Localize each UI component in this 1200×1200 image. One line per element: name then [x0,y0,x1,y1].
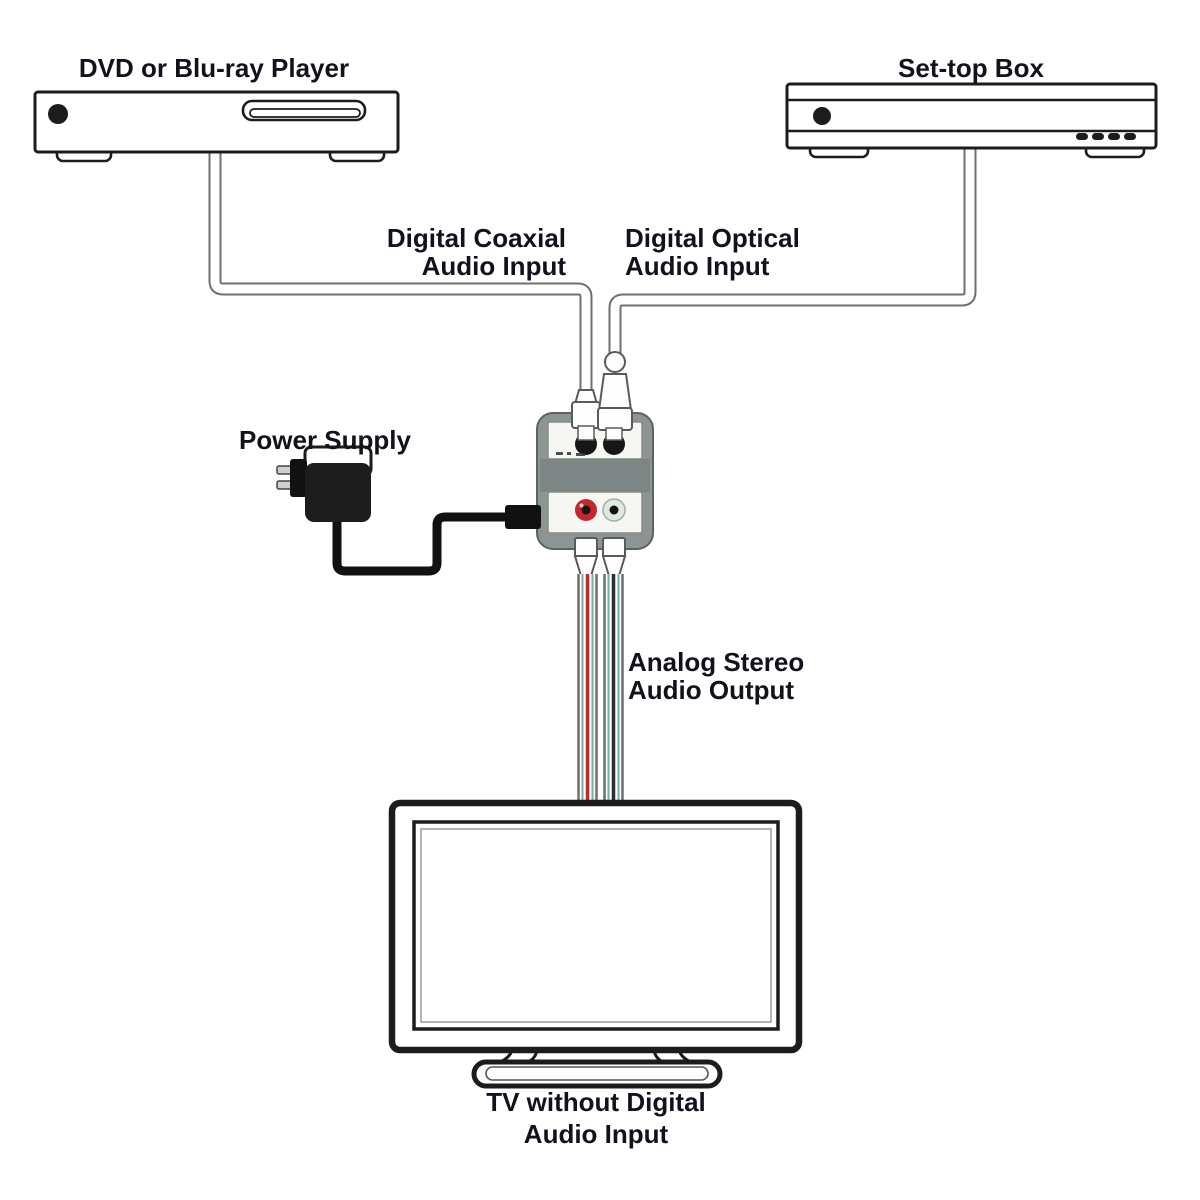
analog-cable-left [577,574,598,806]
analog-cable-right [603,574,624,806]
tv-label-line2: Audio Input [524,1119,669,1149]
optical-cable [608,148,977,356]
digital-coaxial-label-line2: Audio Input [422,251,567,281]
analog-stereo-label-line2: Audio Output [628,675,794,705]
power-supply [276,445,510,576]
dvd-disc-tray [241,99,367,122]
tv-screen [412,820,780,1031]
power-plug [505,505,541,529]
digital-coaxial-label-line1: Digital Coaxial [387,223,566,253]
dvd-player [33,90,400,163]
power-supply-label: Power Supply [239,425,411,455]
rca-plug-right-taper [601,555,627,577]
power-adapter-prong-plate [290,459,307,497]
dvd-power-button-icon [48,104,68,124]
coaxial-plug [571,389,601,441]
optical-plug-collar [604,351,626,373]
rca-output-jack-white-center [609,505,619,515]
analog-stereo-label-line1: Analog Stereo [628,647,804,677]
set-top-box-label: Set-top Box [898,53,1044,83]
coaxial-plug-body [571,401,601,429]
optical-plug-tip [605,427,623,441]
dvd-disc-tray-slot [249,108,361,118]
tv-label-line1: TV without Digital [486,1087,706,1117]
panel-marking [556,452,563,455]
stb-front-button-icon [1076,133,1088,140]
optical-plug-body [597,373,633,411]
dvd-player-label: DVD or Blu-ray Player [79,53,349,83]
stb-power-button-icon [813,107,831,125]
stb-front-button-icon [1124,133,1136,140]
coaxial-plug-tip [577,425,595,441]
rca-plug-left-taper [573,555,599,577]
stb-front-button-icon [1092,133,1104,140]
power-cable [332,512,510,576]
tv-stand-base [471,1059,723,1089]
power-adapter-body [305,463,371,522]
tv-stand-base-inner-line [485,1066,709,1081]
digital-optical-label-line1: Digital Optical [625,223,800,253]
panel-marking [576,453,585,456]
tv-screen-inner-line [420,828,772,1023]
optical-plug-base [597,407,633,431]
optical-cable-core [610,148,975,356]
coaxial-cable-core [210,150,591,392]
rca-jack-highlight [579,503,584,508]
converter-box [536,412,654,550]
coaxial-cable [208,150,593,392]
converter-mid-shade [540,459,650,492]
panel-marking [567,452,571,455]
tv [388,799,803,1089]
set-top-box [785,82,1158,159]
analog-output-cables [573,537,627,806]
stb-front-button-icon [1108,133,1120,140]
rca-output-jack-red-center [581,505,591,515]
optical-plug [597,351,633,441]
digital-optical-label-line2: Audio Input [625,251,770,281]
